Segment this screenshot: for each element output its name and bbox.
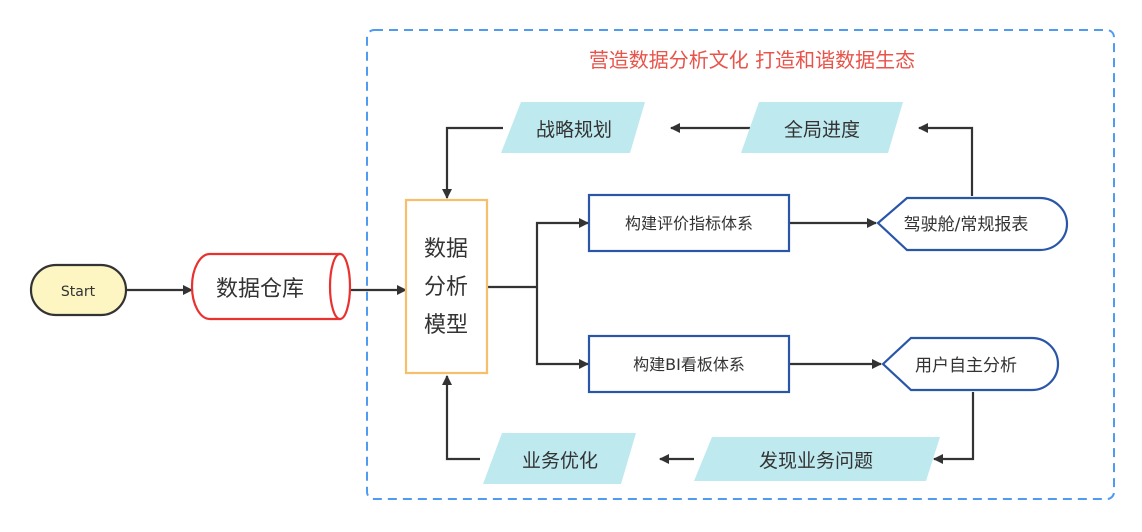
node-self-analysis-label: 用户自主分析 xyxy=(915,356,1017,376)
node-progress-label: 全局进度 xyxy=(784,119,860,141)
edge-model-eval xyxy=(535,218,589,287)
node-self-analysis[interactable]: 用户自主分析 xyxy=(881,336,1060,392)
edge-strategy-model xyxy=(442,126,503,199)
node-model-line-1: 数据 xyxy=(424,237,468,262)
edge-cockpit-progress xyxy=(918,123,974,196)
node-start[interactable]: Start xyxy=(29,263,128,317)
edge-model-bi xyxy=(535,287,589,369)
node-problems-label: 发现业务问题 xyxy=(759,450,873,472)
node-warehouse[interactable]: 数据仓库 xyxy=(190,252,352,321)
node-optimize[interactable]: 业务优化 xyxy=(483,433,636,484)
node-model-line-3: 模型 xyxy=(424,313,468,338)
node-strategy[interactable]: 战略规划 xyxy=(501,102,645,153)
node-start-label: Start xyxy=(61,284,96,300)
node-cockpit[interactable]: 驾驶舱/常规报表 xyxy=(876,196,1069,252)
node-model-line-2: 分析 xyxy=(424,275,468,300)
node-warehouse-label: 数据仓库 xyxy=(216,277,304,302)
node-cockpit-label: 驾驶舱/常规报表 xyxy=(904,215,1029,235)
node-model[interactable]: 数据 分析 模型 xyxy=(404,198,489,375)
node-eval-system[interactable]: 构建评价指标体系 xyxy=(587,193,791,253)
edges xyxy=(126,123,975,464)
node-problems[interactable]: 发现业务问题 xyxy=(694,437,940,481)
node-strategy-label: 战略规划 xyxy=(536,119,612,141)
node-eval-system-label: 构建评价指标体系 xyxy=(625,214,753,233)
edge-optimize-model xyxy=(442,375,480,461)
node-bi-system[interactable]: 构建BI看板体系 xyxy=(587,334,791,394)
group-title: 营造数据分析文化 打造和谐数据生态 xyxy=(589,48,915,72)
group-boundary xyxy=(366,29,1115,500)
node-bi-system-label: 构建BI看板体系 xyxy=(633,355,745,374)
node-progress[interactable]: 全局进度 xyxy=(741,102,903,153)
edge-self-problems xyxy=(933,392,975,464)
node-optimize-label: 业务优化 xyxy=(522,450,598,472)
